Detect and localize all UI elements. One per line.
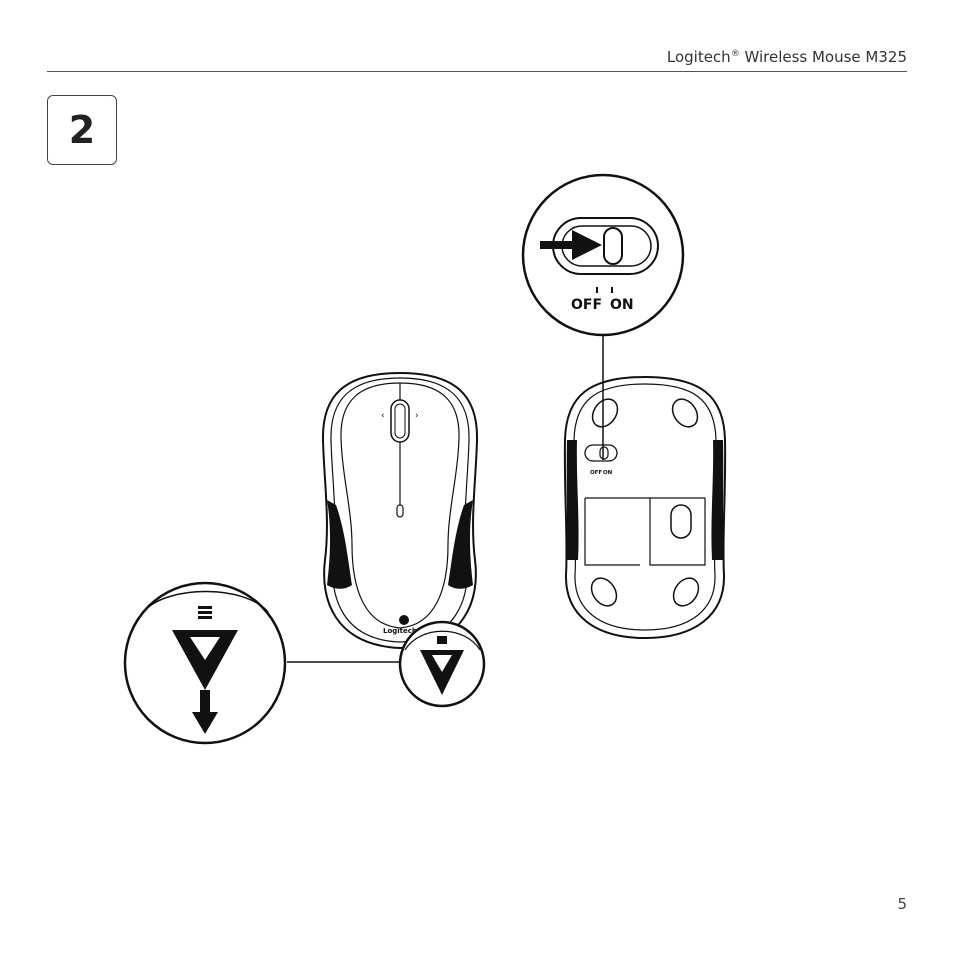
switch-off-label: OFF [571,297,602,313]
svg-text:‹: ‹ [381,411,385,421]
svg-text:›: › [415,411,419,421]
small-switch-off-label: OFF [590,470,602,476]
small-switch-on-label: ON [603,470,613,476]
receiver-tab-callout [123,581,486,745]
header-divider [47,71,907,72]
document-header-title: Logitech® Wireless Mouse M325 [667,48,907,66]
brand-name: Logitech [666,48,731,66]
push-right-arrow [540,241,580,249]
mouse-top-view: ‹ › Logitech [321,371,479,650]
step-number: 2 [68,108,96,152]
step-number-box: 2 [47,95,117,165]
registered-mark: ® [730,49,740,59]
page-number: 5 [897,895,907,913]
power-switch-callout: OFF ON [521,173,685,337]
pull-down-arrow [200,690,210,712]
product-name: Wireless Mouse M325 [739,48,907,66]
switch-on-label: ON [610,297,634,313]
mouse-logo-text: Logitech [383,627,417,635]
mouse-bottom-view: OFF ON [563,375,727,640]
